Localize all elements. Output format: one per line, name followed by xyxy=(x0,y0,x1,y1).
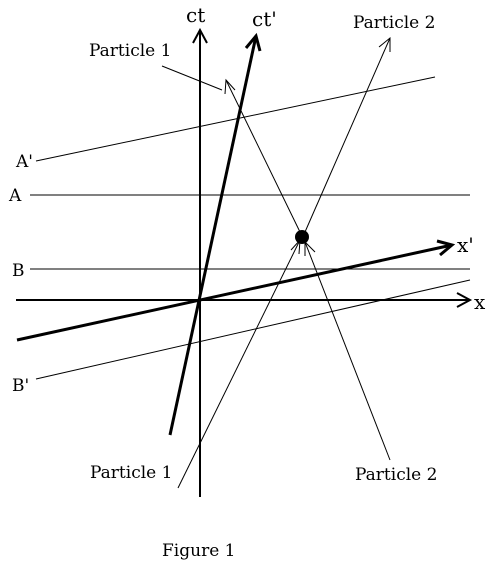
particle-2-bottom-label: Particle 2 xyxy=(355,465,437,485)
line-a-label: A xyxy=(8,186,22,206)
ct-prime-axis-label: ct' xyxy=(252,7,277,31)
line-b-label: B xyxy=(12,261,25,281)
particle-1-bottom-label: Particle 1 xyxy=(90,463,172,483)
line-b-prime xyxy=(35,279,471,380)
particle-1-label-leader xyxy=(161,65,223,91)
x-axis-label: x xyxy=(474,290,486,314)
x-axis xyxy=(16,292,473,308)
particle-1-incoming-worldline xyxy=(177,238,301,489)
particle-2-incoming-worldline xyxy=(304,240,391,461)
ct-prime-axis xyxy=(168,32,262,436)
particle-1-outgoing-worldline xyxy=(224,78,301,233)
ct-axis-label: ct xyxy=(186,3,205,27)
line-b-prime-label: B' xyxy=(12,376,29,396)
figure-caption: Figure 1 xyxy=(162,541,235,561)
particle-1-top-label: Particle 1 xyxy=(89,41,171,61)
ct-axis xyxy=(192,27,208,497)
particle-2-top-label: Particle 2 xyxy=(353,13,435,33)
particle-2-outgoing-worldline xyxy=(304,36,391,233)
line-a-prime-label: A' xyxy=(15,152,33,172)
collision-event-dot xyxy=(295,230,309,244)
line-a-prime xyxy=(35,76,436,162)
x-prime-axis xyxy=(16,239,456,342)
x-prime-axis-label: x' xyxy=(457,233,474,257)
